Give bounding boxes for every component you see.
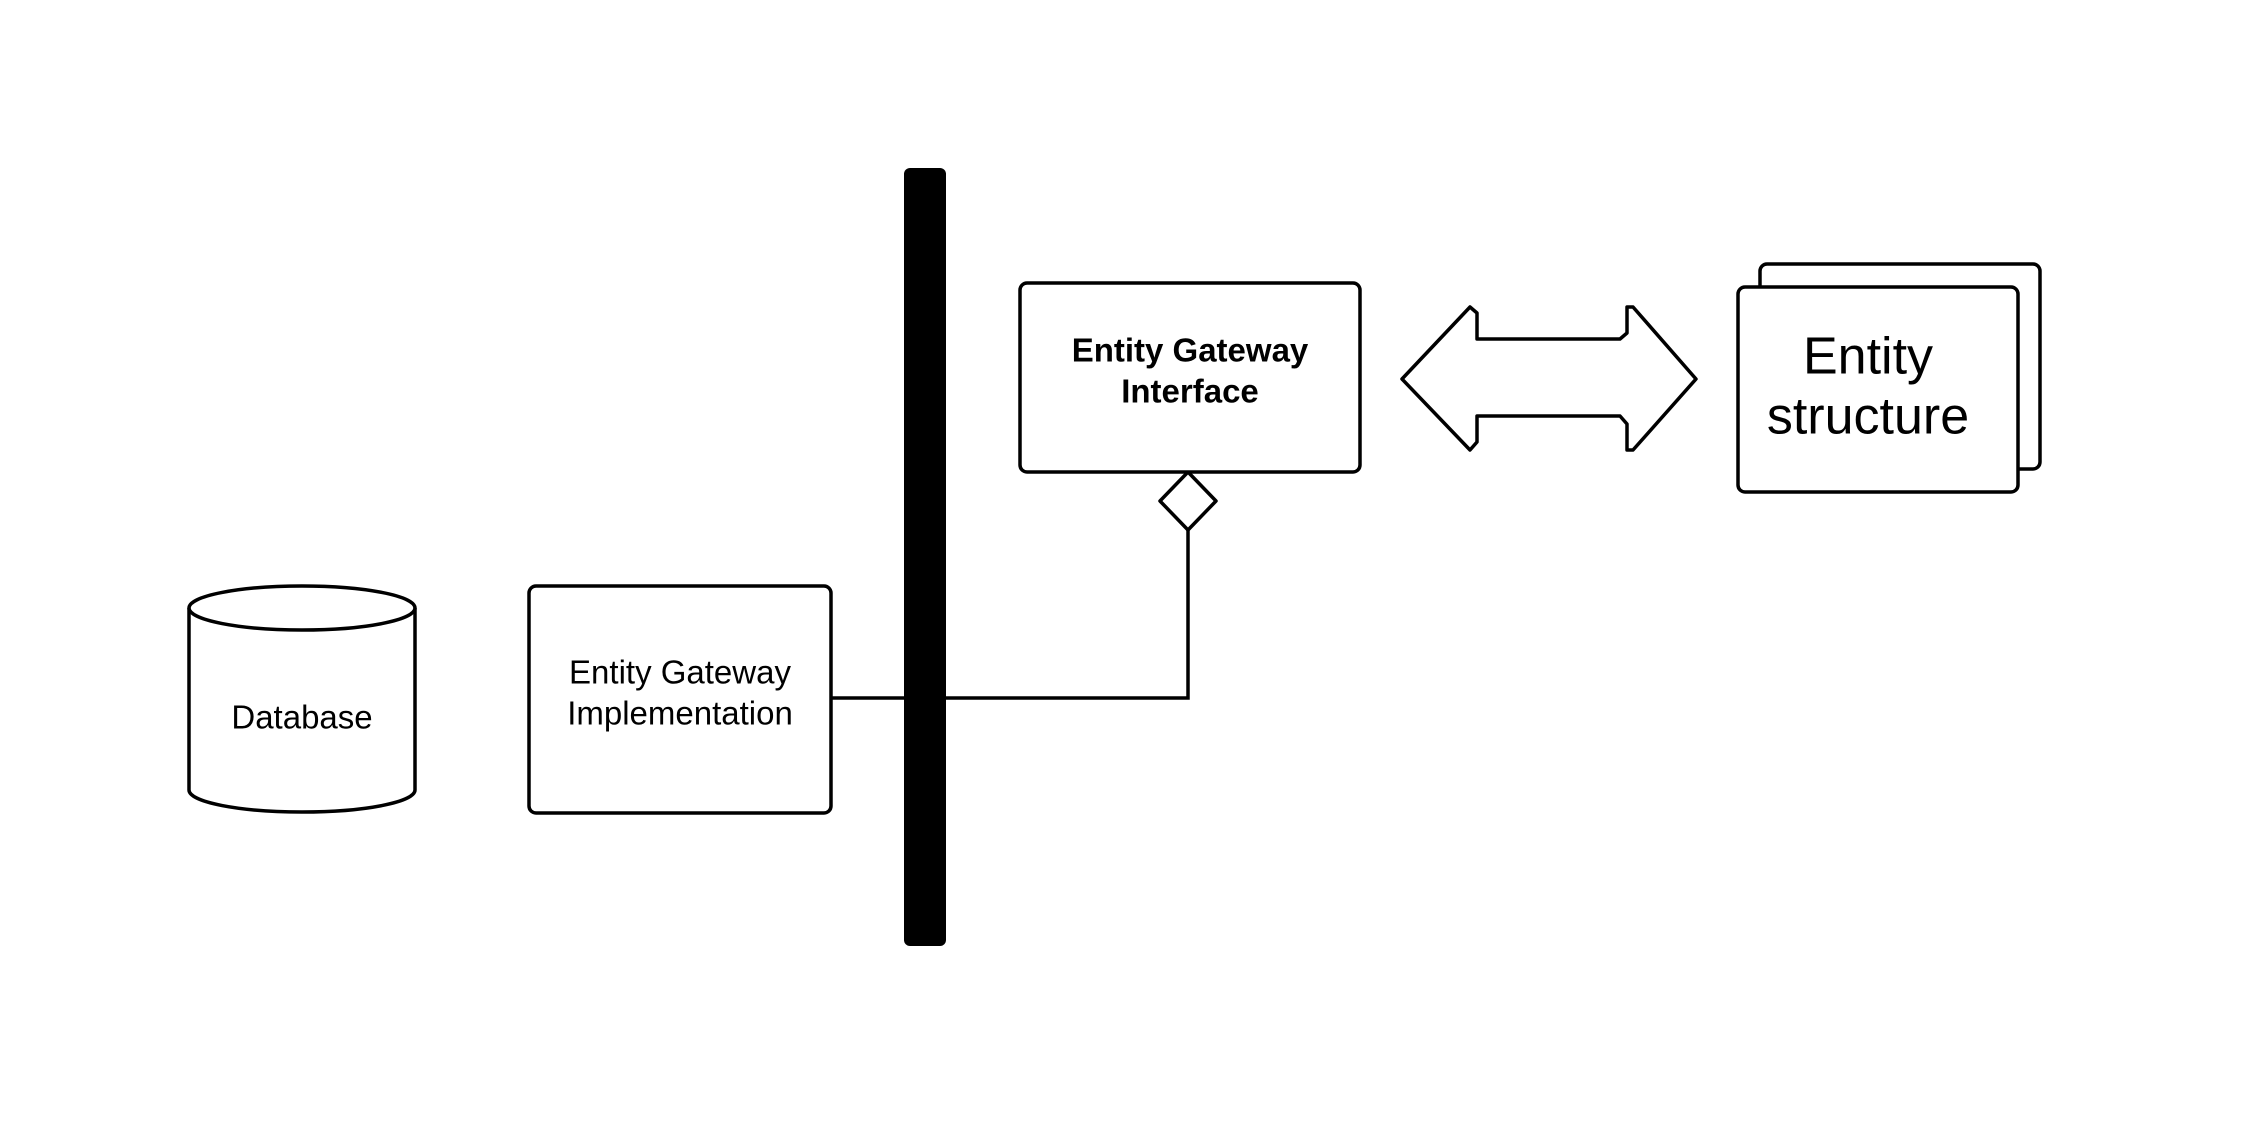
architectural-boundary [904, 168, 946, 946]
entity-structure-front-card [1736, 285, 2020, 494]
hollow-diamond-marker [1158, 470, 1218, 532]
gateway-implementation-node: Entity Gateway Implementation [527, 584, 833, 815]
database-node: Database [187, 584, 417, 814]
entity-structure-label-line-2: structure [1767, 388, 1969, 446]
gateway-interface-label-line-1: Entity Gateway [1072, 332, 1309, 369]
gateway-implementation-box [527, 584, 833, 815]
implementation-to-interface-connector [830, 470, 1218, 700]
gateway-interface-box [1018, 281, 1362, 474]
gateway-interface-label-line-2: Interface [1121, 373, 1259, 410]
database-cylinder-body [187, 608, 417, 814]
double-headed-block-arrow [1400, 305, 1698, 452]
connector-line [830, 530, 1190, 700]
gateway-implementation-label-line-1: Entity Gateway [569, 654, 791, 691]
gateway-interface-node: Entity Gateway Interface [1018, 281, 1362, 474]
database-label: Database [231, 699, 372, 736]
entity-structure-label-line-1: Entity [1803, 328, 1933, 386]
gateway-implementation-label-line-2: Implementation [567, 695, 793, 732]
interface-to-entity-connector [1400, 305, 1698, 452]
database-cylinder-top [187, 584, 417, 632]
entity-structure-node: Entity structure [1736, 262, 2042, 494]
